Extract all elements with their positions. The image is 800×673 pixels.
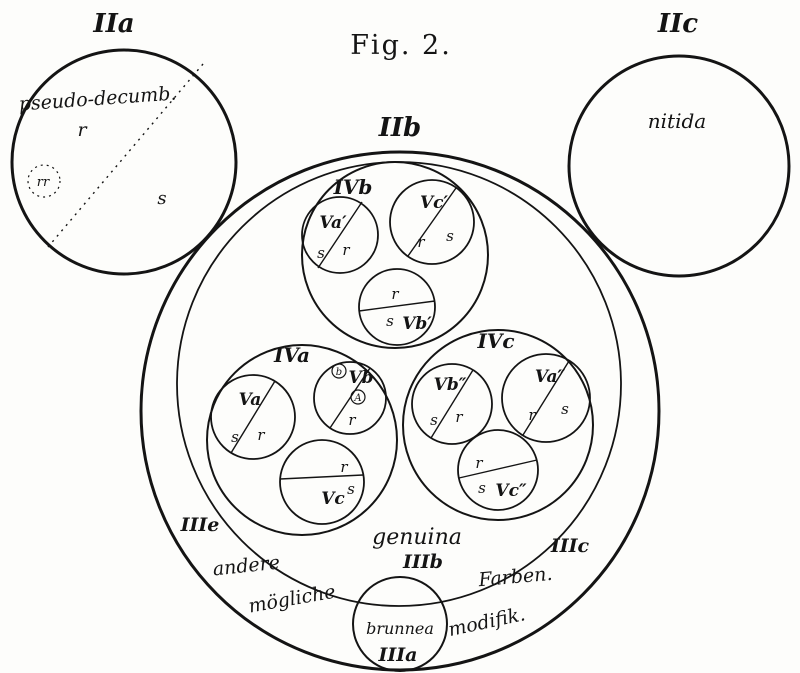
circle-Va [210,374,296,460]
text-modifik: modifik. [446,603,527,641]
text-Vc-r: r [340,458,348,476]
text-IIa-s: s [157,188,166,209]
label-IIIb: IIIb [402,551,443,573]
text-Va-prime-r: r [342,241,350,259]
label-Vc: Vc [321,489,345,509]
text-rr: rr [37,175,50,190]
circle-IIa [10,48,238,276]
text-Vc-doubleprime-s: s [478,479,486,497]
chord-Vc [279,474,364,480]
label-IIb: IIb [378,113,422,143]
chord-Vb-doubleprime [430,369,474,439]
chord-Vb-prime [358,300,436,312]
text-IIa-r: r [77,119,88,141]
label-Vb: Vb [348,368,373,388]
label-Va-doubleprime: Va″ [535,367,566,387]
label-Va-prime: Va′ [319,213,347,233]
circled-letter-a: A [353,393,361,404]
text-andere: andere [212,552,281,581]
circle-Vc-doubleprime [457,429,539,511]
label-Vb-prime: Vb′ [402,314,432,334]
text-Vb-doubleprime-s: s [430,411,438,429]
label-Vc-prime: Vc′ [420,193,449,213]
chord-Vb [329,367,371,429]
label-IIIe: IIIe [180,514,220,536]
circle-Va-prime [301,196,379,274]
label-IVa: IVa [273,343,310,367]
text-Vb-prime-s: s [386,312,394,330]
circle-IIb [139,150,661,672]
label-Vc-doubleprime: Vc″ [495,481,527,501]
chord-Vc-doubleprime [458,459,538,479]
circle-Vb-prime [358,268,436,346]
dotted-circle-rr [27,164,61,198]
text-farben: Farben. [477,563,554,591]
text-Vb-r: r [348,411,356,429]
circled-letter-b: b [336,367,342,378]
text-Vb-prime-r: r [391,285,399,303]
label-IIc: IIc [657,9,698,39]
circle-IIc [567,54,791,278]
circle-IVb [301,161,489,349]
label-Va: Va [239,390,262,410]
chord-Va [230,380,276,454]
text-brunnea: brunnea [366,619,434,638]
label-IIIc: IIIc [550,535,590,557]
circle-Vb-doubleprime [411,363,493,445]
circle-Vc-prime [389,179,475,265]
circle-IVc [402,329,594,521]
label-IVc: IVc [476,329,514,353]
text-nitida: nitida [648,109,706,133]
text-genuina: genuina [372,525,462,550]
dotted-divider-IIa [47,63,204,248]
circle-Vc [279,439,365,525]
chord-Va-doubleprime [522,360,570,436]
circled-letter-a-ring [350,389,366,405]
text-Va-r: r [257,426,265,444]
circle-brunnea [352,576,448,672]
circled-letter-b-ring [331,363,347,379]
text-Va-doubleprime-s: s [561,400,569,418]
label-IVb: IVb [333,175,373,199]
chord-Vc-prime [407,187,457,257]
circle-Va-doubleprime [501,353,591,443]
text-Va-doubleprime-r: r [528,406,536,424]
text-Vc-doubleprime-r: r [475,454,483,472]
text-Va-prime-s: s [317,244,325,262]
text-moegliche: mögliche [247,581,337,618]
text-Vc-prime-s: s [446,227,454,245]
text-Vc-s: s [347,480,355,498]
circle-IVa [206,344,398,536]
label-IIIa: IIIa [378,644,418,666]
text-Vc-prime-r: r [417,233,425,251]
circle-Vb [313,361,387,435]
chord-Va-prime [317,201,363,269]
text-Va-s: s [231,428,239,446]
figure-title: Fig. 2. [350,30,452,61]
label-IIa: IIa [92,9,134,39]
text-Vb-doubleprime-r: r [455,408,463,426]
label-Vb-doubleprime: Vb″ [434,375,467,395]
